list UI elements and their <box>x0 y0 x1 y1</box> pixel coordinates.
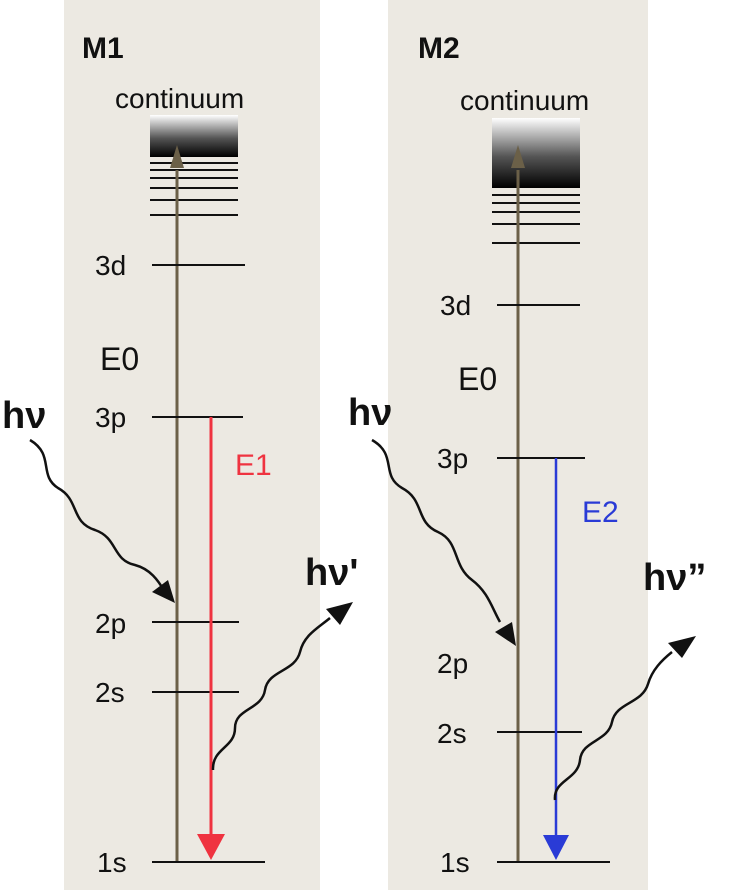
panel-m2-title: M2 <box>418 32 460 65</box>
panel-m1-continuum-band <box>150 115 238 157</box>
panel-m1-level-1s-label: 1s <box>97 847 127 878</box>
panel-m1-outgoing-photon: hν' <box>211 552 358 771</box>
panel-m1-outgoing-photon-label: hν' <box>305 552 358 594</box>
panel-m1-continuum-label: continuum <box>115 83 244 114</box>
panel-m2-transition-label: E2 <box>582 496 619 529</box>
panel-m2-continuum-band <box>492 118 580 188</box>
panel-m2-level-2p-label: 2p <box>437 648 468 679</box>
panel-m2-level-3d-label: 3d <box>440 290 471 321</box>
panel-m2-continuum-label: continuum <box>460 85 589 116</box>
panel-m1-transition-label: E1 <box>235 449 272 482</box>
panel-m2-level-1s-label: 1s <box>440 847 470 878</box>
panel-m1: M1 continuum 3d 3p 2p 2s 1s E0 E1 <box>64 0 320 890</box>
panel-m1-level-2p-label: 2p <box>95 608 126 639</box>
panel-m1-incoming-photon-label: hν <box>2 395 46 437</box>
panel-m2-outgoing-photon: hν” <box>553 557 706 801</box>
panel-m1-level-3d-label: 3d <box>95 250 126 281</box>
panel-m2-energy-label: E0 <box>458 361 497 397</box>
panel-m2-outgoing-photon-label: hν” <box>643 557 706 599</box>
panel-m2: M2 continuum 3d 3p 2p 2s 1s E0 E2 <box>388 0 648 890</box>
panel-m2-level-3p-label: 3p <box>437 443 468 474</box>
panel-m2-level-2s-label: 2s <box>437 718 467 749</box>
panel-m2-emission-arrowhead <box>543 835 569 860</box>
panel-m1-emission-arrowhead <box>197 834 225 860</box>
panel-m1-axis-arrowhead <box>170 145 184 168</box>
panel-m1-incoming-photon: hν <box>2 395 175 603</box>
panel-m1-level-2s-label: 2s <box>95 677 125 708</box>
panel-m2-incoming-photon: hν <box>348 392 516 646</box>
panel-m2-incoming-photon-label: hν <box>348 392 392 434</box>
panel-m1-title: M1 <box>82 32 124 65</box>
panel-m2-axis-arrowhead <box>511 145 525 168</box>
panel-m1-energy-label: E0 <box>100 341 139 377</box>
panel-m1-level-3p-label: 3p <box>95 402 126 433</box>
panel-m1-rydberg-lines <box>150 162 238 216</box>
panel-m2-rydberg-lines <box>492 194 580 244</box>
